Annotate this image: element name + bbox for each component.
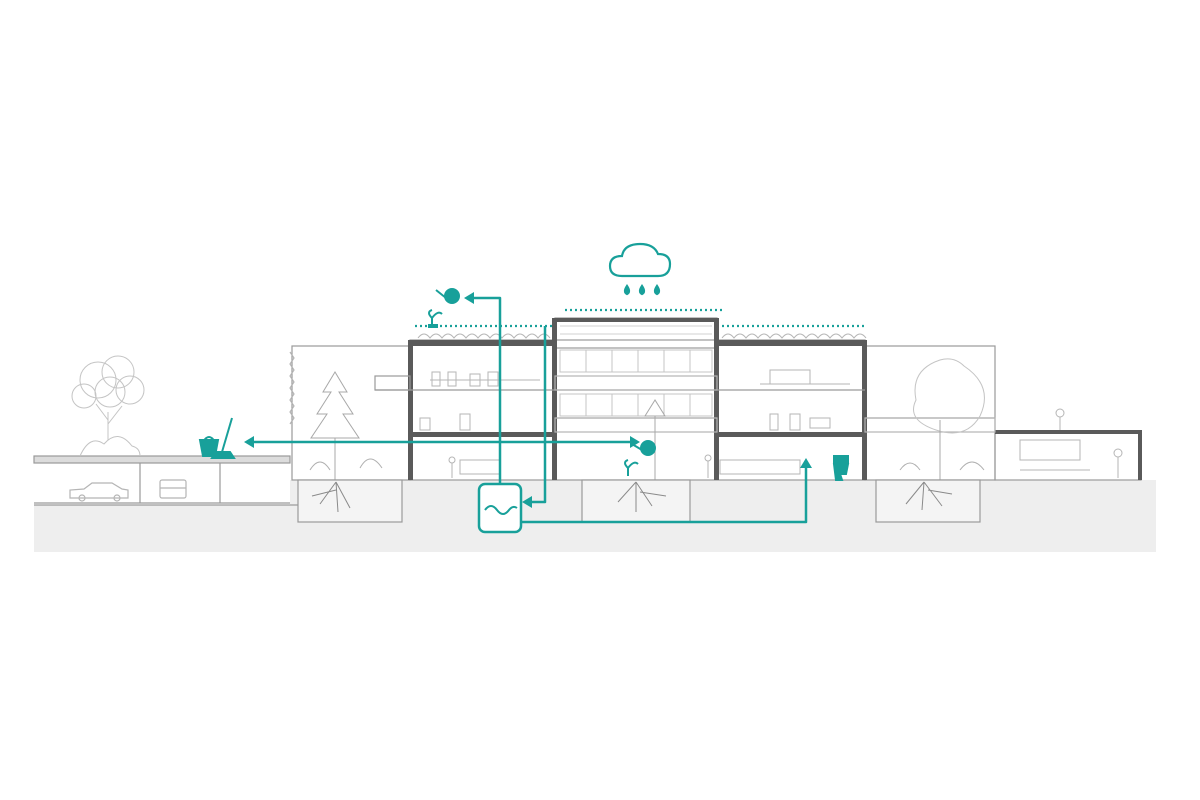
planter-boxes xyxy=(297,479,981,523)
planter-right xyxy=(875,479,981,523)
arrow-tank-in xyxy=(522,496,532,508)
downpipe xyxy=(528,326,547,504)
mid-floors xyxy=(374,375,996,433)
floor-slabs xyxy=(408,318,1142,480)
planter-left xyxy=(297,479,403,523)
arrow-roof xyxy=(464,292,474,304)
watering-can-icon-courtyard xyxy=(624,440,656,476)
atrium-roof xyxy=(554,317,718,349)
water-flow xyxy=(252,296,808,524)
interior-furniture xyxy=(419,369,1123,478)
watering-can-icon-roof xyxy=(428,288,460,328)
toilet-supply xyxy=(520,466,808,524)
parking-garage xyxy=(33,455,291,504)
column-a xyxy=(408,340,413,480)
arrow-cleaning xyxy=(244,436,254,448)
car-icon xyxy=(69,482,129,502)
green-roof-lines xyxy=(415,308,865,328)
atrium-glazing xyxy=(559,325,713,417)
riser-roof-supply xyxy=(472,296,502,488)
roof-vegetation xyxy=(417,333,867,339)
facade-planting xyxy=(289,351,295,425)
atrium-roof-slab xyxy=(555,318,717,322)
roof-slab-right xyxy=(717,340,865,346)
atrium-trees xyxy=(309,358,985,482)
column-b xyxy=(552,318,557,480)
right-end-wall xyxy=(1138,430,1142,480)
right-wing xyxy=(864,345,996,481)
water-tank-icon xyxy=(477,482,523,534)
column-c xyxy=(714,318,719,480)
toilet-icon xyxy=(832,455,850,481)
cloud-rain-icon xyxy=(608,242,672,296)
building-plinth xyxy=(290,480,1156,505)
left-wing xyxy=(291,345,411,481)
column-d xyxy=(862,340,867,480)
arrow-toilet xyxy=(800,458,812,468)
right-low-block xyxy=(994,431,1142,481)
roof-slab-left xyxy=(410,340,555,346)
planter-center xyxy=(581,479,691,523)
roots xyxy=(311,481,953,513)
flow-arrowheads xyxy=(244,292,812,508)
rooftop-tree xyxy=(71,355,145,457)
garage-roof-slab xyxy=(33,455,291,464)
van-icon xyxy=(159,479,187,499)
bucket-broom-icon xyxy=(198,417,236,459)
slab-1-right xyxy=(717,432,865,437)
slab-1-left xyxy=(410,432,555,437)
right-low-roof xyxy=(995,430,1141,434)
